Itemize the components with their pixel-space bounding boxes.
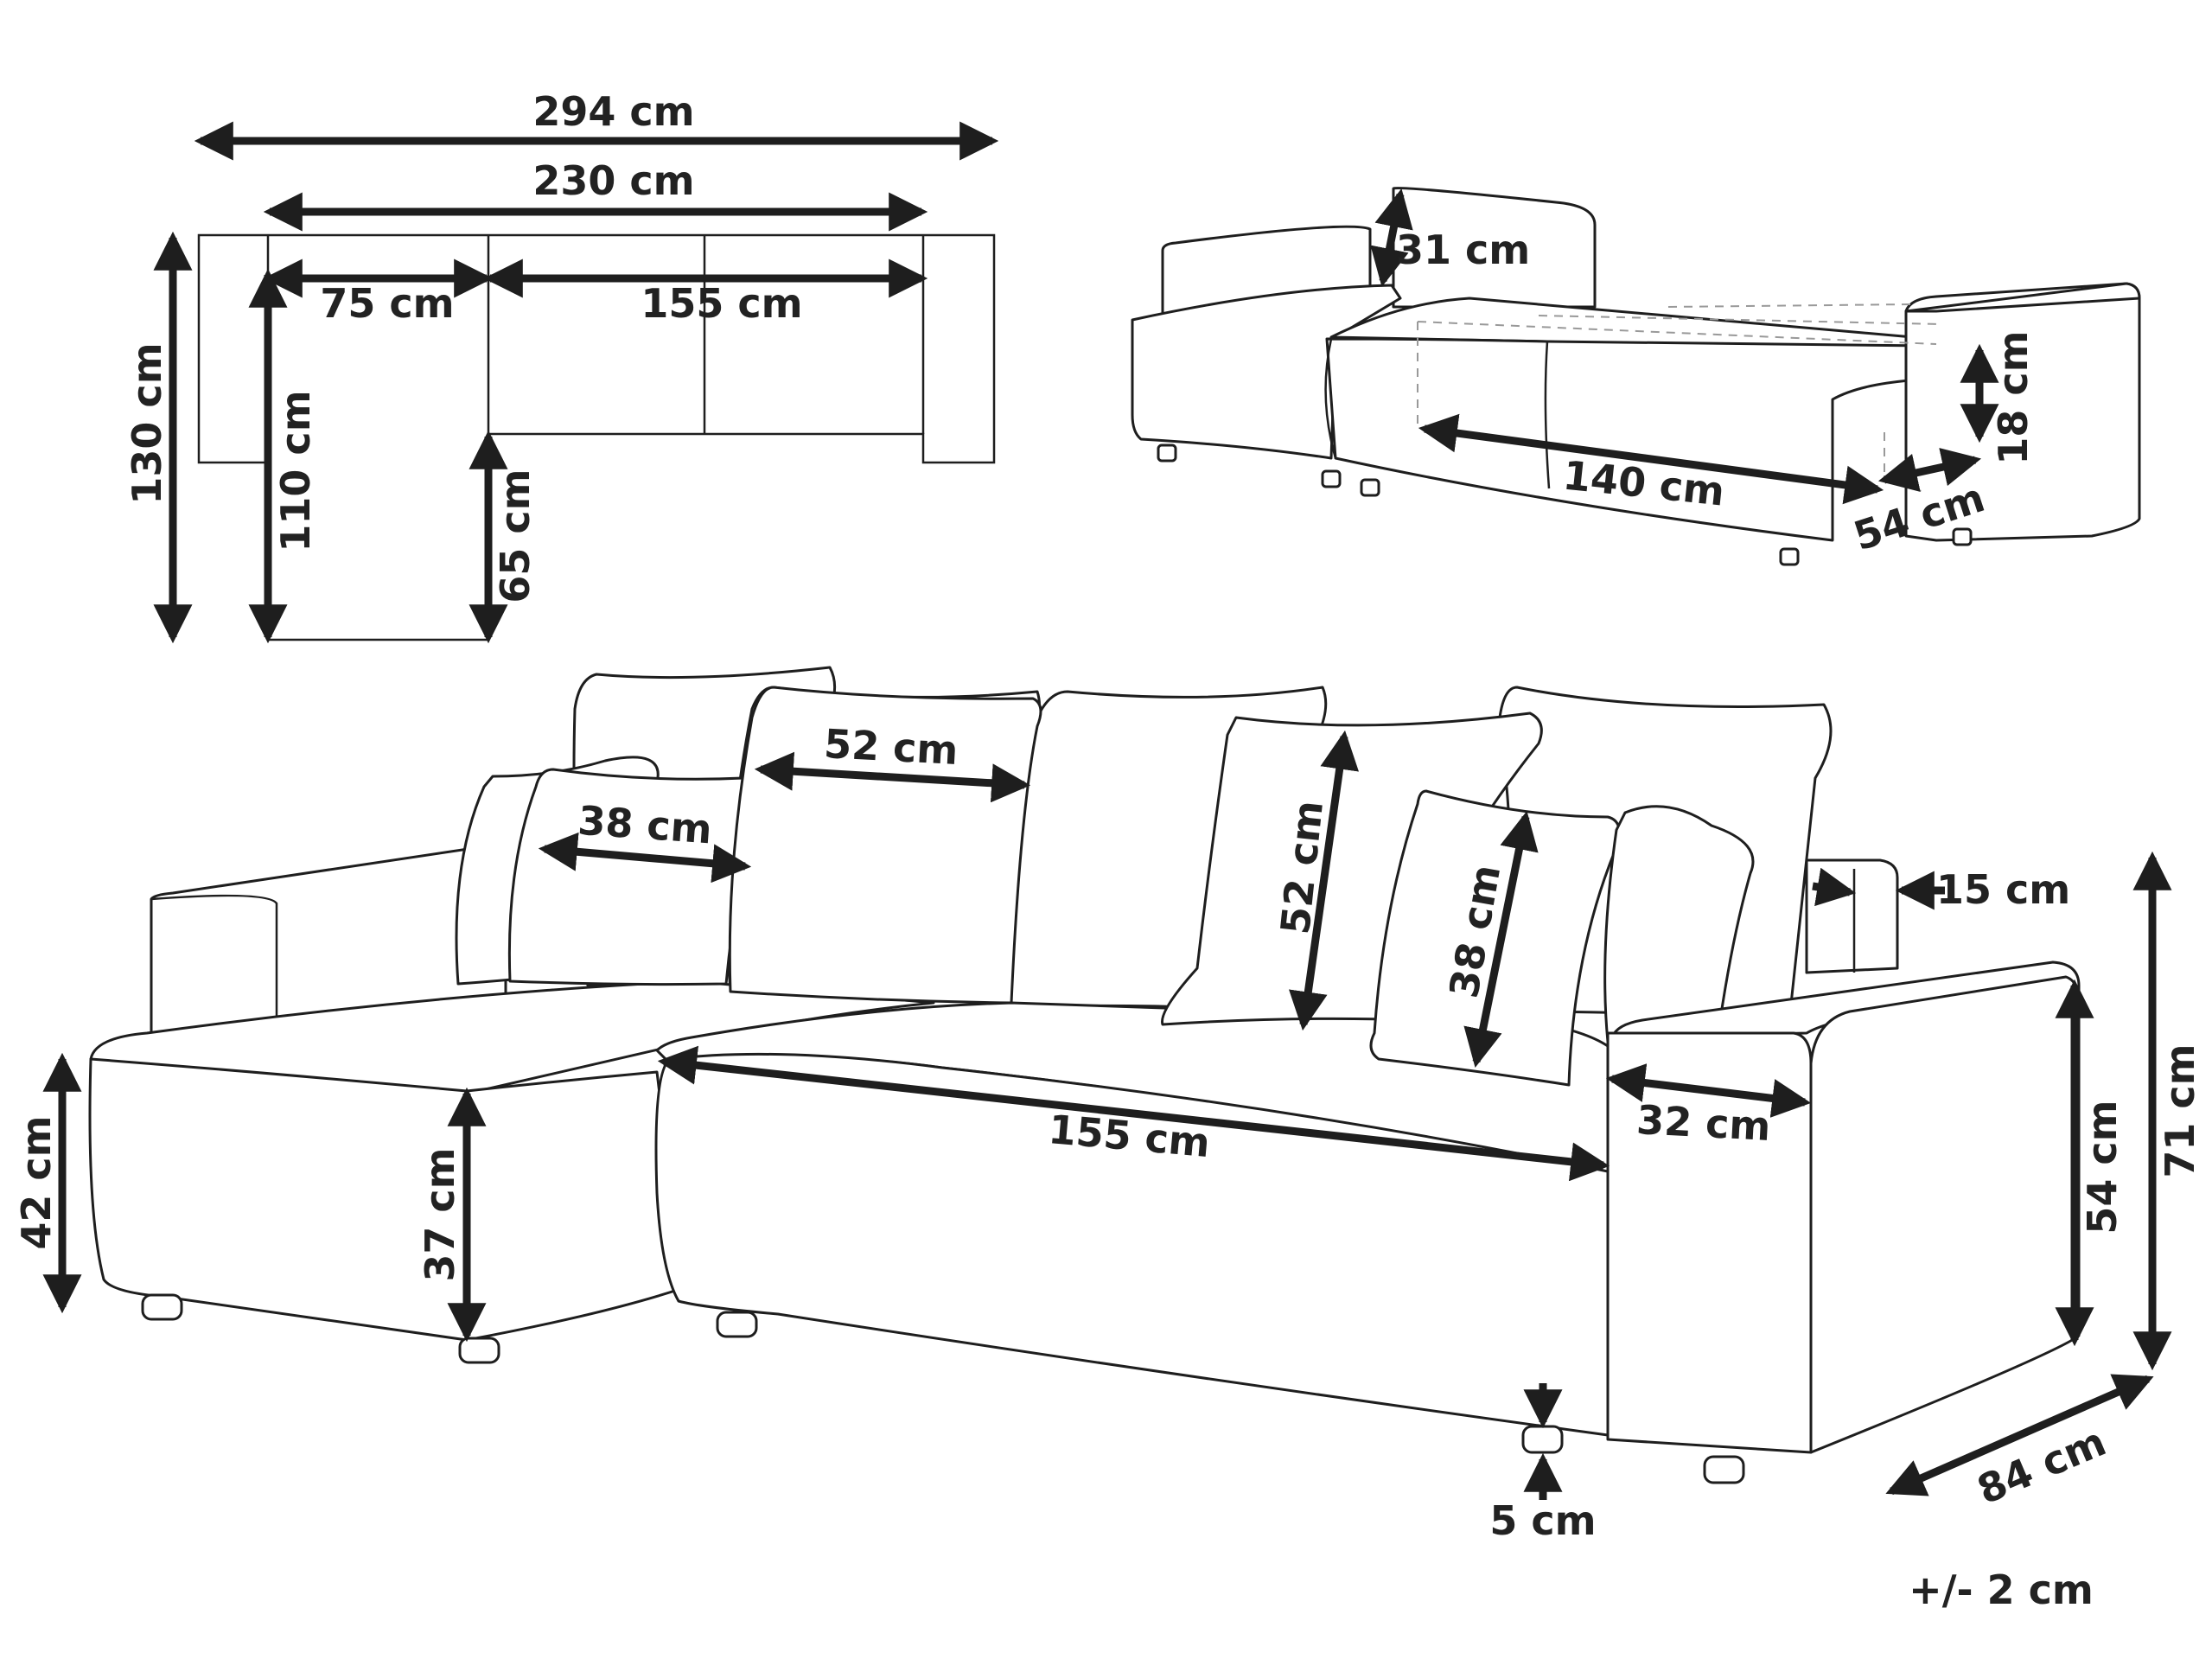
tolerance-note: +/- 2 cm — [1909, 1566, 2094, 1613]
dim-arrow-52-width — [754, 751, 1031, 803]
dim-arrow-155-seat — [657, 1045, 1610, 1182]
right-arm-back — [1805, 858, 1899, 974]
foot-2 — [458, 1337, 500, 1364]
foot-3 — [716, 1311, 758, 1338]
front-view: 52 cm 38 cm 52 cm 38 cm 15 cm 32 cm 155 … — [13, 666, 2203, 1613]
label-75: 75 cm — [320, 280, 454, 327]
label-54-height: 54 cm — [2079, 1100, 2126, 1234]
label-32: 32 cm — [1635, 1096, 1772, 1150]
foot-4 — [1521, 1425, 1564, 1454]
bed-left-base — [1131, 284, 1402, 460]
bed-view: 31 cm 140 cm 18 cm 54 cm — [1131, 187, 2141, 566]
chaise-seat-top — [89, 979, 935, 1095]
dim-arrow-84 — [1885, 1374, 2154, 1496]
bed-right-arm-top — [1904, 282, 2141, 313]
right-arm-side — [1809, 975, 2081, 1454]
chaise-front — [88, 1057, 685, 1342]
label-130: 130 cm — [124, 342, 170, 504]
label-38-width: 38 cm — [577, 797, 714, 853]
label-110: 110 cm — [272, 390, 319, 552]
plan-view: 294 cm 230 cm 75 cm 155 cm 130 cm 110 cm… — [124, 88, 999, 644]
label-42: 42 cm — [13, 1115, 60, 1249]
bed-foot-3 — [1360, 478, 1380, 497]
label-294: 294 cm — [532, 88, 694, 135]
dim-arrow-15-left — [1812, 867, 1857, 907]
dim-arrow-31 — [1370, 188, 1413, 288]
foot-5 — [1703, 1455, 1745, 1484]
bed-foot-5 — [1952, 527, 1973, 546]
cushion-small-right-back — [1603, 805, 1755, 1043]
bed-foot-4 — [1779, 547, 1800, 566]
label-15: 15 cm — [1936, 866, 2070, 913]
label-37: 37 cm — [417, 1147, 463, 1281]
foot-1 — [141, 1293, 183, 1321]
dim-arrow-38-height — [1463, 810, 1539, 1069]
label-5: 5 cm — [1489, 1497, 1596, 1544]
bed-foot-2 — [1321, 469, 1342, 488]
label-155-plan: 155 cm — [641, 280, 802, 327]
label-18: 18 cm — [1990, 330, 2037, 464]
dim-arrow-54 — [1877, 448, 1982, 492]
bed-foot-1 — [1157, 443, 1177, 463]
bed-seam-2 — [1324, 338, 1337, 459]
dim-arrow-52-height — [1289, 730, 1359, 1031]
label-84: 84 cm — [1971, 1418, 2113, 1513]
dim-arrow-140 — [1418, 413, 1884, 505]
label-65: 65 cm — [492, 469, 539, 603]
bed-hidden-mattress — [1417, 303, 1941, 428]
chaise-arm-front — [150, 894, 278, 1020]
label-31: 31 cm — [1396, 227, 1530, 273]
label-52-width: 52 cm — [823, 720, 959, 774]
dim-arrow-32 — [1605, 1063, 1812, 1118]
label-230: 230 cm — [532, 157, 694, 204]
dim-arrow-38-width — [538, 832, 752, 884]
label-71: 71 cm — [2157, 1043, 2203, 1177]
